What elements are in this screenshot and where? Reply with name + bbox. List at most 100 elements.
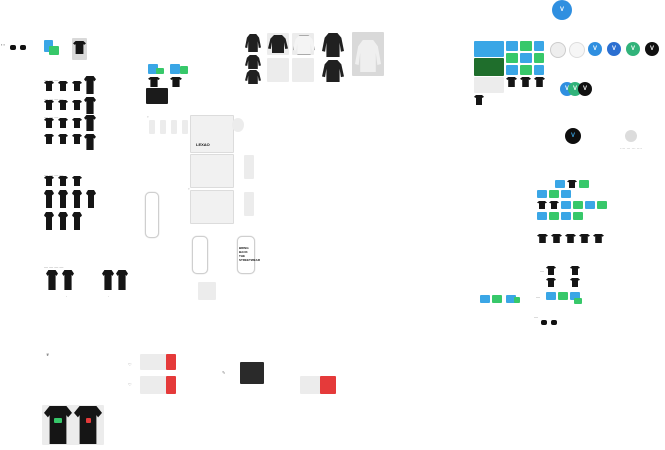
artwork-thumb[interactable] <box>156 68 164 74</box>
artwork-thumb[interactable] <box>597 201 607 209</box>
tshirt-icon[interactable] <box>58 176 68 186</box>
tshirt-icon[interactable] <box>565 234 576 243</box>
artwork-thumb[interactable] <box>574 298 582 304</box>
tshirt-icon[interactable] <box>506 77 517 87</box>
tshirt-icon[interactable] <box>44 190 54 208</box>
artwork-thumb[interactable] <box>292 58 314 82</box>
tshirt-icon[interactable] <box>46 270 58 290</box>
tshirt-icon[interactable] <box>537 201 547 209</box>
artwork-thumb[interactable] <box>180 66 188 74</box>
tshirt-icon[interactable] <box>546 278 556 287</box>
tshirt-icon[interactable] <box>474 95 484 105</box>
tshirt-icon[interactable] <box>62 270 74 290</box>
artwork-thumb[interactable] <box>520 41 532 51</box>
tshirt-icon[interactable] <box>549 201 559 209</box>
v-logo-badge-icon[interactable]: V <box>578 82 592 96</box>
artwork-thumb[interactable] <box>514 297 520 303</box>
artwork-thumb[interactable] <box>579 180 589 188</box>
v-logo-badge-icon[interactable]: V <box>607 42 621 56</box>
artwork-thumb[interactable] <box>170 64 180 74</box>
v-logo-badge-icon[interactable]: V <box>552 0 572 20</box>
tshirt-icon[interactable] <box>570 278 580 287</box>
artwork-thumb[interactable] <box>474 77 504 93</box>
artwork-thumb[interactable] <box>166 376 176 394</box>
artwork-thumb[interactable] <box>171 120 177 134</box>
tshirt-icon[interactable] <box>84 134 96 150</box>
artwork-thumb[interactable] <box>44 40 53 52</box>
artwork-thumb[interactable] <box>480 295 490 303</box>
tshirt-icon[interactable] <box>44 118 54 128</box>
artwork-thumb[interactable] <box>570 292 580 300</box>
bag-mockup[interactable] <box>190 190 234 224</box>
tshirt-icon[interactable] <box>72 81 82 91</box>
artwork-thumb[interactable] <box>166 354 176 370</box>
tshirt-icon[interactable] <box>72 134 82 144</box>
v-logo-badge-icon[interactable] <box>569 42 585 58</box>
tshirt-icon[interactable] <box>86 190 96 208</box>
artwork-thumb[interactable] <box>198 282 216 300</box>
tshirt-icon[interactable] <box>44 176 54 186</box>
artwork-thumb[interactable] <box>585 201 595 209</box>
artwork-thumb[interactable] <box>561 190 571 198</box>
artwork-thumb[interactable] <box>561 201 571 209</box>
artwork-thumb[interactable] <box>537 212 547 220</box>
artwork-thumb[interactable] <box>148 64 158 74</box>
artwork-thumb[interactable] <box>549 212 559 220</box>
artwork-thumb[interactable] <box>506 295 516 303</box>
tshirt-icon[interactable] <box>58 190 68 208</box>
tshirt-icon[interactable] <box>58 212 68 230</box>
artwork-thumb[interactable] <box>534 41 544 51</box>
artwork-thumb[interactable] <box>520 65 532 75</box>
artwork-thumb[interactable] <box>573 212 583 220</box>
v-logo-badge-icon[interactable]: V <box>588 42 602 56</box>
bag-mockup[interactable] <box>190 115 234 153</box>
artwork-thumb[interactable] <box>546 292 556 300</box>
tshirt-icon[interactable] <box>72 100 82 110</box>
artwork-thumb[interactable] <box>506 53 518 63</box>
artwork-thumb[interactable] <box>149 120 155 134</box>
tshirt-icon[interactable] <box>84 76 96 94</box>
hoodie-icon[interactable] <box>245 34 261 52</box>
hoodie-icon[interactable] <box>245 55 261 69</box>
tshirt-icon[interactable] <box>72 190 82 208</box>
hoodie-icon[interactable] <box>322 33 344 57</box>
tshirt-icon[interactable] <box>116 270 128 290</box>
artwork-thumb[interactable] <box>506 41 518 51</box>
tshirt-icon[interactable] <box>520 77 531 87</box>
tshirt-icon[interactable] <box>44 100 54 110</box>
tshirt-icon[interactable] <box>44 212 54 230</box>
artwork-thumb[interactable] <box>534 65 544 75</box>
phone-mockup-icon[interactable] <box>145 192 159 238</box>
tshirt-icon[interactable] <box>102 270 114 290</box>
tshirt-icon[interactable] <box>570 266 580 275</box>
tshirt-icon[interactable] <box>84 97 96 114</box>
phone-mockup-icon[interactable] <box>192 236 208 274</box>
hoodie-icon[interactable] <box>245 70 261 84</box>
artwork-thumb[interactable] <box>160 120 166 134</box>
tshirt-icon[interactable] <box>84 115 96 131</box>
tshirt-icon[interactable] <box>44 134 54 144</box>
tshirt-icon[interactable] <box>58 118 68 128</box>
artwork-thumb[interactable] <box>240 362 264 384</box>
artwork-thumb[interactable] <box>244 155 254 179</box>
artwork-thumb[interactable] <box>520 53 532 63</box>
artwork-thumb[interactable] <box>49 46 59 55</box>
v-logo-badge-icon[interactable] <box>550 42 566 58</box>
tshirt-icon[interactable] <box>58 81 68 91</box>
artwork-thumb[interactable] <box>244 192 254 216</box>
tshirt-icon[interactable] <box>579 234 590 243</box>
artwork-thumb[interactable] <box>474 58 504 76</box>
artwork-thumb[interactable] <box>182 120 188 134</box>
artwork-thumb[interactable] <box>537 190 547 198</box>
v-logo-badge-icon[interactable]: V <box>565 128 581 144</box>
hoodie-icon[interactable] <box>268 35 288 53</box>
artwork-thumb[interactable] <box>267 58 289 82</box>
artwork-thumb[interactable] <box>320 376 336 394</box>
v-logo-badge-icon[interactable]: V <box>626 42 640 56</box>
artwork-thumb[interactable] <box>558 292 568 300</box>
tshirt-icon[interactable] <box>546 266 556 275</box>
artwork-thumb[interactable] <box>549 190 559 198</box>
artwork-thumb[interactable] <box>573 201 583 209</box>
bag-mockup[interactable] <box>190 154 234 188</box>
artwork-thumb[interactable] <box>561 212 571 220</box>
